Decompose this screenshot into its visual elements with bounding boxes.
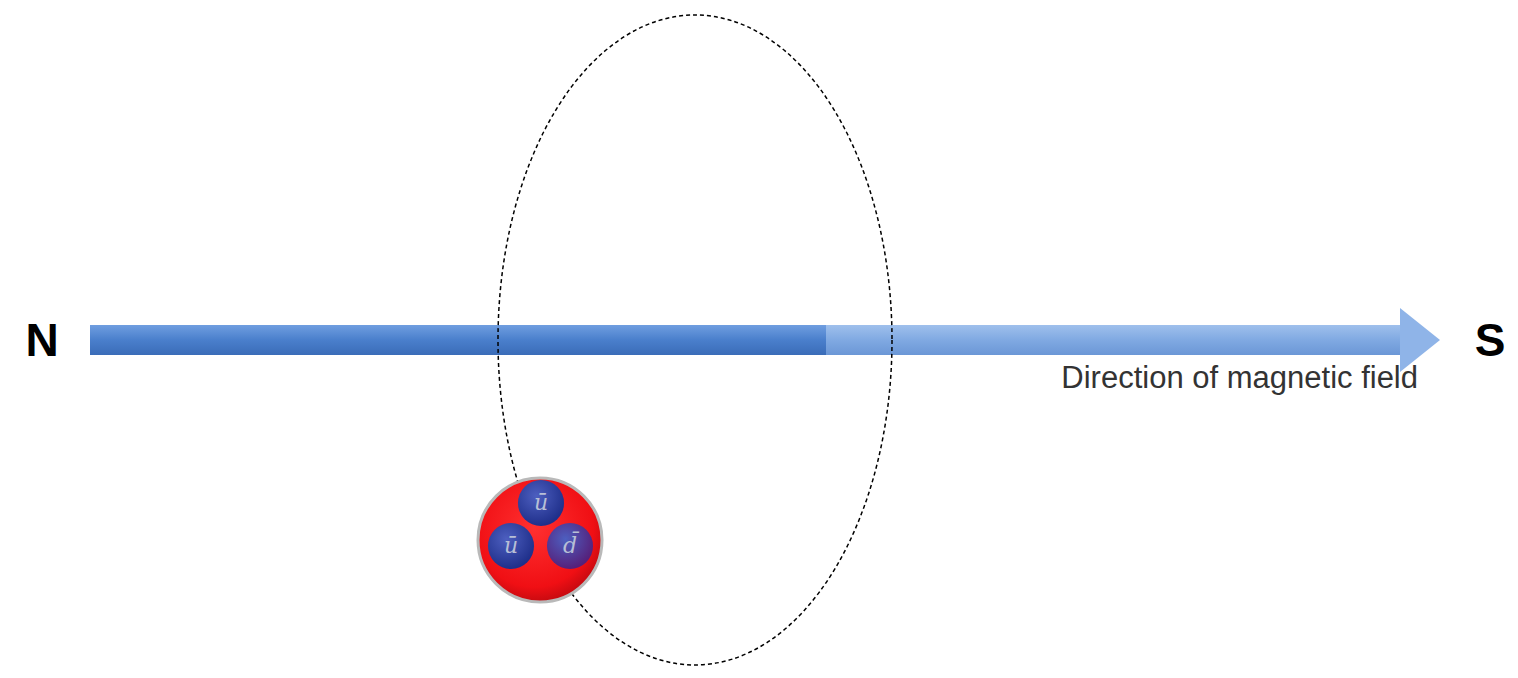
quark-symbol: ū [504,535,518,557]
quark-symbol: d̄ [563,535,577,557]
quark-ball: ū [487,522,535,570]
antiproton [478,478,602,602]
quark-ball: ū [517,479,565,527]
field-arrow-shaft [90,325,828,355]
quark-ball: d̄ [546,522,594,570]
field-arrow-shaft [826,325,1402,355]
pole-label: S [1475,315,1506,366]
pole-label: N [25,315,58,366]
quark-symbol: ū [534,492,548,514]
field-label: Direction of magnetic field [1061,361,1418,395]
